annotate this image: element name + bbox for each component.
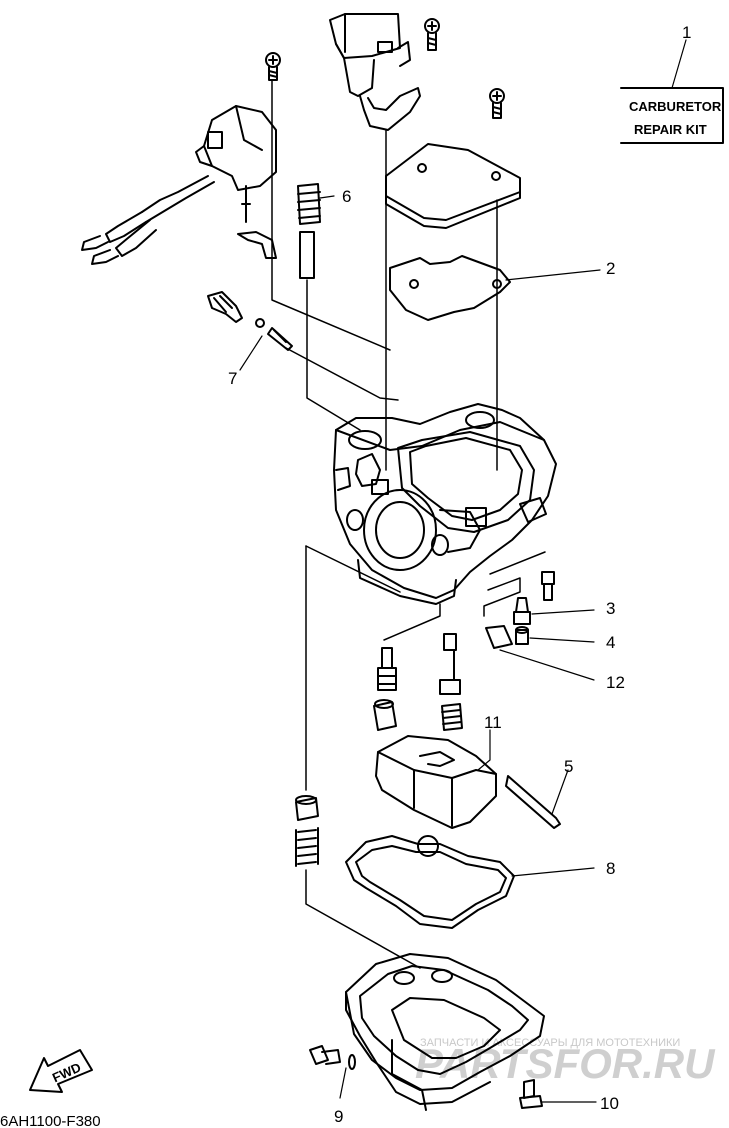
plate-part-12 (485, 625, 513, 649)
plug-part-4 (515, 626, 529, 645)
wired-solenoid-part (81, 105, 277, 265)
solenoid-part (329, 13, 421, 131)
watermark-brand: PARTSFOR.RU (415, 1040, 716, 1087)
spring-valve-left (295, 795, 319, 867)
callout-3: 3 (606, 599, 615, 618)
callout-1: 1 (682, 23, 691, 42)
drain-screw-part-9 (309, 1045, 356, 1070)
callout-12: 12 (606, 673, 625, 692)
carburetor-body (333, 403, 557, 605)
gasket-part-2 (389, 255, 511, 321)
watermark-tagline: ЗАПЧАСТИ И АКСЕССУАРЫ ДЛЯ МОТОТЕХНИКИ (420, 1037, 680, 1049)
screw-top-3 (489, 88, 505, 119)
nozzle-left (377, 647, 397, 691)
float-bowl (345, 953, 545, 1111)
watermark: PARTSFOR.RU ЗАПЧАСТИ И АКСЕССУАРЫ ДЛЯ МО… (415, 1037, 716, 1087)
callout-6: 6 (342, 187, 351, 206)
float-part-11 (375, 735, 497, 829)
callout-10: 10 (600, 1094, 619, 1113)
callout-8: 8 (606, 859, 615, 878)
repair-kit-box: CARBURETOR REPAIR KIT (620, 87, 724, 144)
cover-plate (385, 143, 521, 229)
jet-holder-center (441, 703, 463, 731)
main-jet-part-3 (513, 597, 531, 625)
callout-2: 2 (606, 259, 615, 278)
callout-5: 5 (564, 757, 573, 776)
nozzle-center (439, 633, 461, 695)
pilot-screw-part-7 (207, 291, 293, 351)
assembly-guide-lines (271, 79, 546, 969)
callout-11: 11 (484, 713, 502, 732)
kit-box-line2: REPAIR KIT (634, 122, 707, 137)
callout-7: 7 (228, 369, 237, 388)
callout-numbers: 1 2 3 4 5 6 7 8 9 10 11 12 (228, 23, 691, 1126)
float-pin-part-5 (505, 775, 561, 829)
screw-top-2 (265, 52, 281, 81)
callout-9: 9 (334, 1107, 343, 1126)
jet-holder-left (373, 699, 397, 731)
screw-part-10 (519, 1079, 543, 1109)
small-screw-right (541, 571, 555, 601)
kit-box-line1: CARBURETOR (629, 99, 722, 114)
drawing-code: 6AH1100-F380 (0, 1113, 101, 1128)
bowl-gasket-part-8 (345, 835, 515, 929)
pilot-jet-part-6 (297, 183, 321, 279)
fwd-arrow: FWD (29, 1049, 93, 1093)
screw-top-1 (424, 18, 440, 51)
callout-leaders (239, 39, 687, 1103)
callout-4: 4 (606, 633, 615, 652)
